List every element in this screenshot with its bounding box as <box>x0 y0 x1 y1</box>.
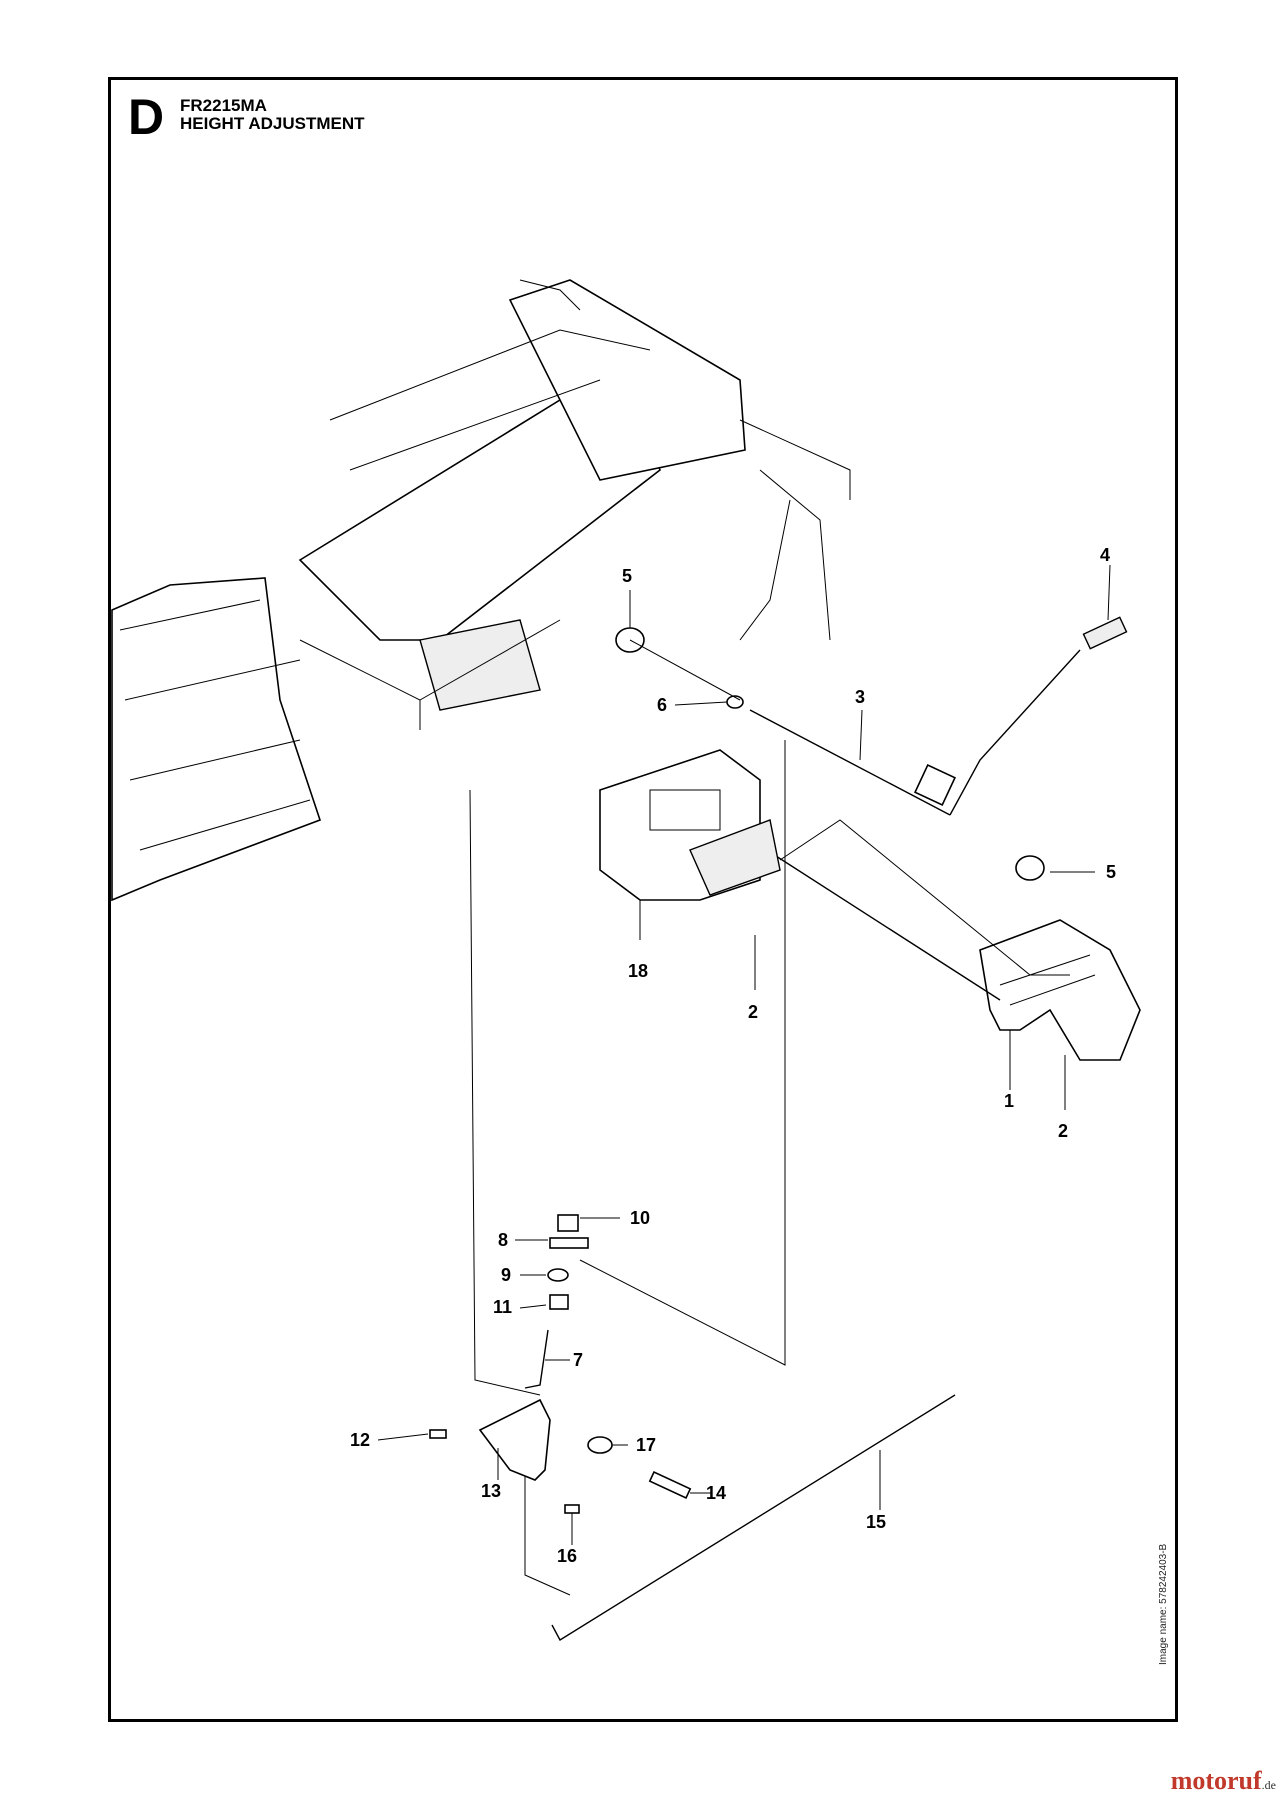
part-16-pin <box>564 1504 580 1514</box>
section-letter: D <box>128 89 165 145</box>
callout-4: 4 <box>1100 545 1110 565</box>
callout-8: 8 <box>498 1230 508 1250</box>
part-12-pin <box>429 1429 447 1439</box>
brand-tld: .de <box>1261 1778 1276 1792</box>
leader-lines <box>377 564 1111 1545</box>
part-5-bushing-lower <box>1015 855 1045 881</box>
part-3-lever-rod <box>749 649 1081 816</box>
brand-name: motoruf <box>1170 1766 1262 1795</box>
model-number: FR2215MA <box>180 96 267 115</box>
part-15-link-rod <box>551 1394 956 1641</box>
part-9-washer <box>547 1268 569 1282</box>
callout-18: 18 <box>628 961 648 981</box>
part-4-grip <box>1082 616 1128 650</box>
callout-10: 10 <box>630 1208 650 1228</box>
callout-1: 1 <box>1004 1091 1014 1111</box>
part-13-arm <box>478 1398 551 1481</box>
callout-3: 3 <box>855 687 865 707</box>
callout-17: 17 <box>636 1435 656 1455</box>
callout-2b: 2 <box>1058 1121 1068 1141</box>
drawing-frame <box>108 77 1178 1722</box>
callout-5a: 5 <box>622 566 632 586</box>
callout-14: 14 <box>706 1483 726 1503</box>
part-18-bracket <box>599 749 781 901</box>
part-11-nut <box>549 1294 569 1310</box>
chassis-frame <box>111 279 851 902</box>
assembly-lines <box>419 619 1070 1596</box>
callout-9: 9 <box>501 1265 511 1285</box>
callout-13: 13 <box>481 1481 501 1501</box>
part-8-bolt <box>549 1237 589 1249</box>
callout-6: 6 <box>657 695 667 715</box>
callout-7: 7 <box>573 1350 583 1370</box>
part-10-nut <box>557 1214 579 1232</box>
part-7-rod <box>524 1329 549 1389</box>
brand-watermark: motoruf.de <box>1171 1766 1276 1796</box>
part-17-washer <box>587 1436 613 1454</box>
callout-2a: 2 <box>748 1002 758 1022</box>
callout-11: 11 <box>493 1297 512 1317</box>
part-1-guide-plate <box>979 919 1141 1061</box>
callout-12: 12 <box>350 1430 370 1450</box>
callout-16: 16 <box>557 1546 577 1566</box>
callout-15: 15 <box>866 1512 886 1532</box>
callout-5b: 5 <box>1106 862 1116 882</box>
part-14-bolt <box>648 1470 692 1500</box>
diagram-title: HEIGHT ADJUSTMENT <box>180 114 365 133</box>
